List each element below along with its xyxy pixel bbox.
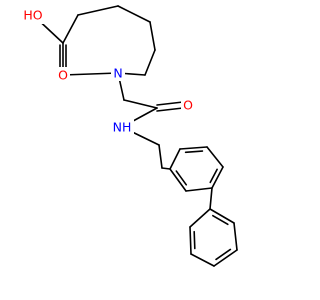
hydroxyl-label: HO [23,8,42,23]
bond-C7-C8 [144,49,156,76]
amide-n-label-mask [110,119,134,135]
bond-amide-carbonyl-inner [156,101,184,106]
oh-label-mask [20,6,46,24]
bond-r5-r6 [185,187,213,192]
bond-r4-r5 [211,166,224,189]
bond-ring2-double-a [193,230,196,250]
bond-r3-r4 [206,146,224,168]
bond-ring2-double-b [215,248,232,261]
bond-ring1-double-a [184,150,204,154]
ring-n-label-mask [111,65,125,81]
bond-lines [32,5,238,267]
structure-diagram: HO O N O NH [20,5,238,267]
bond-ring1-double-c [175,170,188,186]
atom-labels: HO O N O NH [20,6,195,135]
bond-C6-C7 [149,21,156,51]
ring-carbonyl-o-label: O [58,68,68,83]
bond-s4-s5 [213,249,238,267]
bond-E2-r1 [161,167,171,170]
bond-s3-s4 [190,253,215,267]
bond-s6-s1 [209,208,235,224]
bond-ring2-double-c [212,214,229,226]
bond-E1-E2 [158,144,163,169]
bond-s5-s6 [233,222,238,251]
bond-C3-C4 [62,14,79,44]
bond-CH2a-CO [123,99,158,109]
amide-oxygen-label: O [183,98,193,113]
ring-nitrogen-label: N [113,66,122,81]
amide-nh-label: NH [113,120,132,135]
bond-amide-carbonyl-outer [156,107,184,112]
bond-C5-C6 [117,5,151,23]
bond-C2-N [62,72,119,76]
bond-r1-r2 [169,148,181,170]
bond-r5-s1 [209,187,213,210]
bond-ring1-double-b [209,168,218,184]
bond-s2-s3 [189,226,192,255]
amide-o-label-mask [181,97,195,113]
ring-o-label-mask [56,67,70,83]
bond-C4-C5 [77,5,119,16]
bond-r6-r1 [169,168,187,192]
bond-r2-r3 [179,146,208,150]
bond-s1-s2 [189,208,211,228]
